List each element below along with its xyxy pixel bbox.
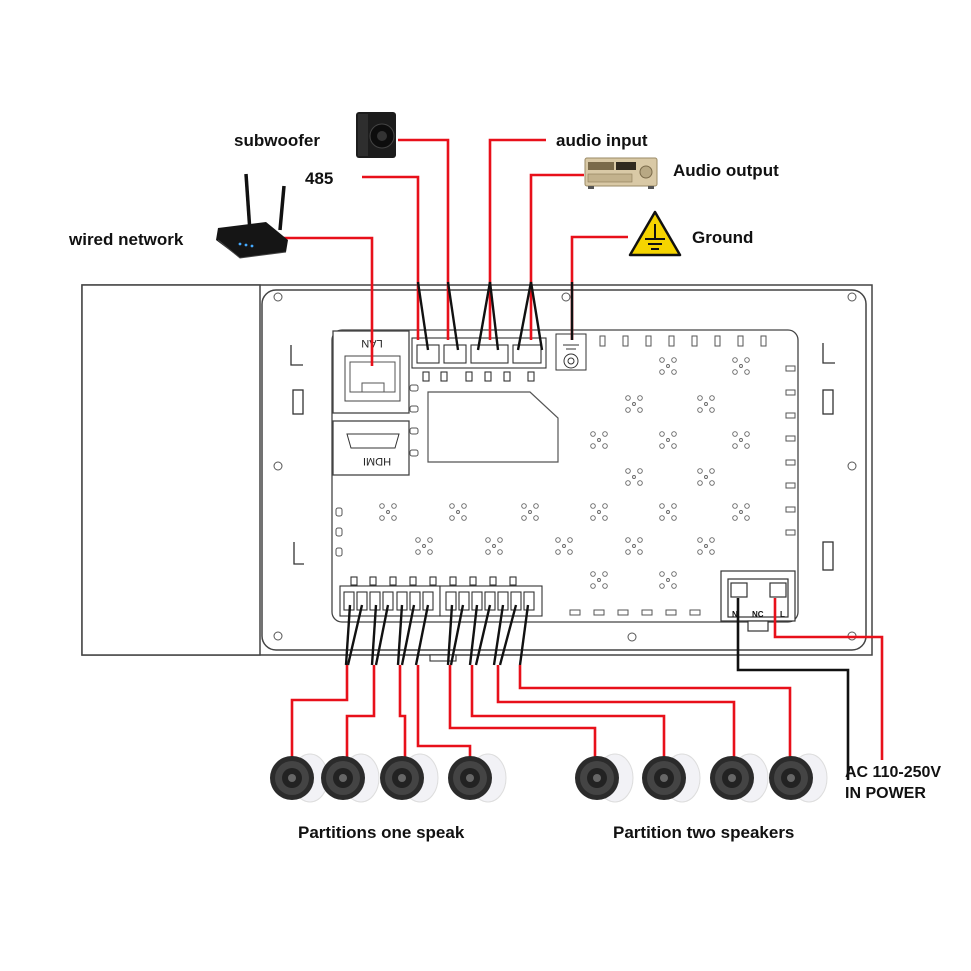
ceiling-speaker-icon [448,753,507,803]
subwoofer-icon [356,112,396,158]
partition-two-speakers [575,753,828,803]
label-wired-network: wired network [68,230,184,249]
ceiling-speaker-icon [270,753,329,803]
ceiling-speaker-icon [575,753,634,803]
label-485: 485 [305,169,333,188]
label-ground: Ground [692,228,753,247]
label-power-in: IN POWER [845,785,926,802]
label-subwoofer: subwoofer [234,131,320,150]
router-icon [216,173,288,259]
label-partition-one: Partitions one speak [298,823,465,842]
power-terminal-nc: NC [752,610,764,619]
hdmi-port-label: HDMI [363,455,391,467]
label-audio-output: Audio output [673,161,779,180]
power-terminal-l: L [780,610,785,619]
ceiling-speaker-icon [769,753,828,803]
label-audio-input: audio input [556,131,648,150]
partition-one-speakers [270,753,507,803]
label-partition-two: Partition two speakers [613,823,794,842]
ceiling-speaker-icon [380,753,439,803]
wires [283,138,884,780]
ceiling-speaker-icon [710,753,769,803]
ceiling-speaker-icon [321,753,380,803]
label-power-voltage: AC 110-250V [845,764,941,781]
amplifier-panel: LAN HDMI [81,284,873,662]
audio-receiver-icon [584,157,658,189]
power-terminal-n: N [732,610,738,619]
ceiling-speaker-icon [642,753,701,803]
ground-warning-icon [628,210,682,257]
